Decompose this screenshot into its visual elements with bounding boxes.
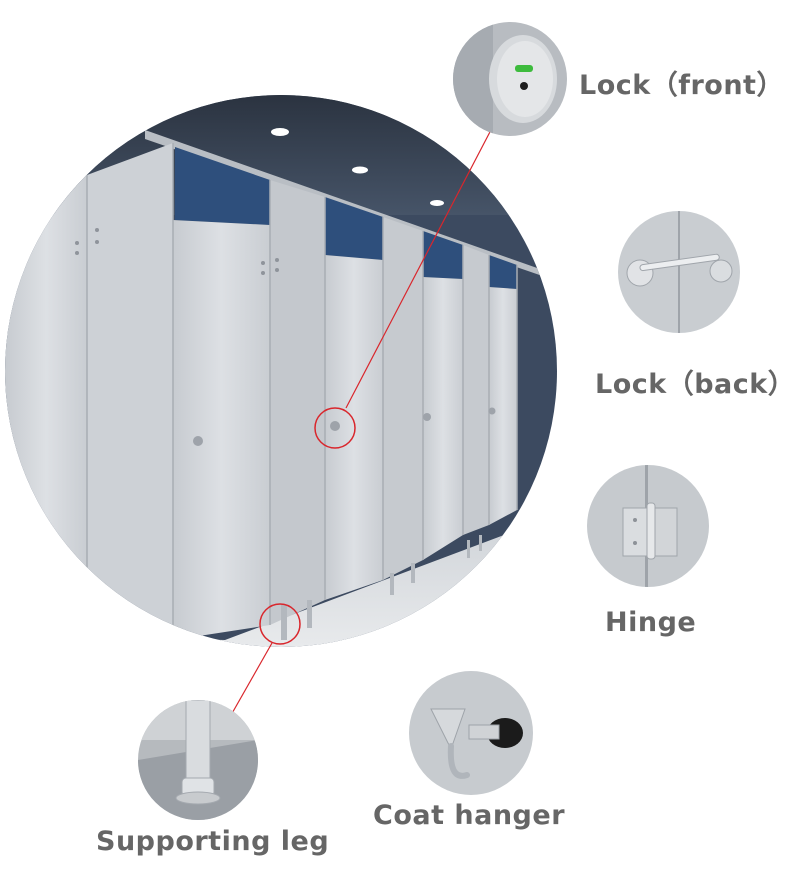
lock-front-icon [453,22,567,136]
lock-front-marker-circle [314,407,356,449]
supporting-leg-marker-circle [259,603,301,645]
coat-hanger-label: Coat hanger [373,800,566,831]
hinge-detail-image [587,465,709,587]
lock-front-callout-line [345,127,493,409]
supporting-leg-icon [138,700,258,820]
supporting-leg-label: Supporting leg [96,826,330,857]
coat-hanger-icon [409,671,533,795]
supporting-leg-detail-image [138,700,258,820]
coat-hanger-detail-image [409,671,533,795]
lock-back-detail-image [618,211,740,333]
lock-back-icon [618,211,740,333]
lock-front-label: Lock（front） [579,70,784,101]
hinge-label: Hinge [605,607,697,638]
lock-back-label: Lock（back） [595,369,796,400]
hinge-icon [587,465,709,587]
lock-front-detail-image [453,22,567,136]
